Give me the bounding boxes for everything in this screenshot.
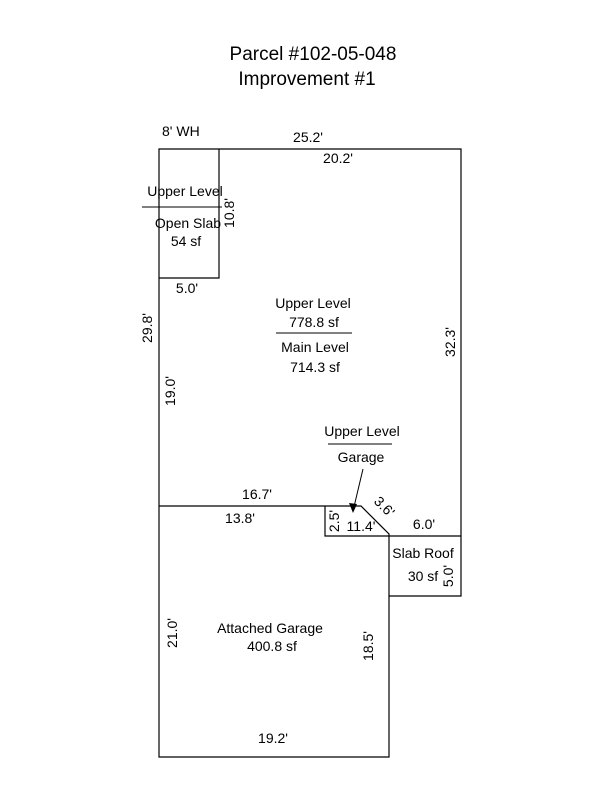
attached-garage-label: Attached Garage: [217, 620, 323, 636]
attached-garage-area: 400.8 sf: [247, 638, 297, 654]
dim-diagonal: 3.6': [371, 493, 398, 520]
main-level-area: 714.3 sf: [290, 359, 340, 375]
parcel-title: Parcel #102-05-048: [230, 44, 397, 65]
dim-top-inner: 20.2': [323, 150, 353, 166]
main-level-label: Main Level: [281, 339, 349, 355]
wh-label: 8' WH: [162, 123, 200, 139]
dim-slab-top: 6.0': [413, 516, 435, 532]
open-slab-upper-label: Upper Level: [147, 183, 223, 199]
dim-wh-width: 5.0': [176, 280, 198, 296]
dim-garage-left: 21.0': [164, 618, 180, 648]
dim-left-inner: 19.0': [162, 376, 178, 406]
dim-garage-bottom: 19.2': [258, 730, 288, 746]
wh-box-outline: [159, 149, 220, 279]
dim-right-main: 32.3': [442, 327, 458, 357]
garage-main-divider: [159, 505, 390, 596]
open-slab-label: Open Slab: [155, 215, 221, 231]
building-outline: [158, 148, 462, 758]
main-upper-area: 778.8 sf: [289, 314, 339, 330]
garage-callout-lower-label: Garage: [338, 449, 385, 465]
dim-left-outer: 29.8': [139, 313, 155, 343]
dim-mid-inner: 13.8': [225, 510, 255, 526]
dim-mid-outer: 16.7': [242, 486, 272, 502]
dim-wh-height: 10.8': [221, 198, 237, 228]
dim-notch-small: 2.5': [326, 510, 342, 532]
dim-slab-right: 5.0': [440, 565, 456, 587]
open-slab-area: 54 sf: [171, 233, 201, 249]
slab-roof-label: Slab Roof: [392, 545, 454, 561]
dim-notch-bottom: 11.4': [347, 518, 376, 534]
slab-roof-area: 30 sf: [408, 568, 438, 584]
dim-top-outer: 25.2': [293, 129, 323, 145]
dim-garage-right: 18.5': [360, 631, 376, 661]
improvement-title: Improvement #1: [238, 69, 375, 90]
main-upper-label: Upper Level: [275, 295, 351, 311]
garage-callout-arrow-head: [349, 503, 357, 513]
garage-callout-upper-label: Upper Level: [324, 423, 400, 439]
notch-outline: [324, 506, 389, 537]
